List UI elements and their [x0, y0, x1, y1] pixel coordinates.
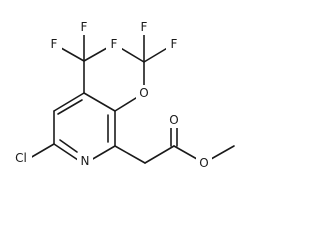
bond-ch2-carbonyl	[144, 145, 175, 164]
atom-f-right-label: F	[171, 37, 178, 51]
atom-o-ether-label: O	[139, 86, 148, 100]
atom-n-ring: N	[77, 153, 93, 169]
atom-f-top-left: F	[46, 36, 62, 52]
atom-f-top-mid: F	[76, 19, 92, 35]
atom-o-carbonyl: O	[166, 112, 182, 128]
bond-c6-cl	[29, 143, 55, 159]
atom-f-top-right-a: F	[136, 19, 152, 35]
atom-o-ether: O	[136, 85, 152, 101]
bond-ring-c4-c5-inner	[57, 99, 83, 115]
bond-ring-c6-n-inner	[59, 139, 78, 153]
atom-cl-label: Cl	[15, 151, 27, 165]
bond-ring-c6-n	[53, 143, 79, 161]
atom-f-mid-left-label: F	[111, 37, 118, 51]
bond-ring-c3-c4	[83, 92, 116, 112]
atom-o-ester: O	[196, 155, 212, 171]
atom-labels: F F F F F O O O	[10, 19, 212, 171]
bond-c2-ch2	[114, 145, 146, 164]
bond-ring-c4-c5	[53, 92, 85, 112]
atom-cl: Cl	[10, 150, 32, 166]
molecule-structure: F F F F F O O O	[10, 19, 235, 171]
atom-f-top-left-label: F	[51, 37, 58, 51]
atom-f-top-right-a-label: F	[141, 20, 148, 34]
atom-n-ring-label: N	[81, 154, 90, 168]
atom-o-carbonyl-label: O	[169, 113, 178, 127]
atom-f-mid-left: F	[106, 36, 122, 52]
atom-o-ester-label: O	[199, 156, 208, 170]
atom-f-right: F	[166, 36, 182, 52]
atom-f-top-mid-label: F	[81, 20, 88, 34]
bond-ring-n-c2	[90, 145, 116, 161]
